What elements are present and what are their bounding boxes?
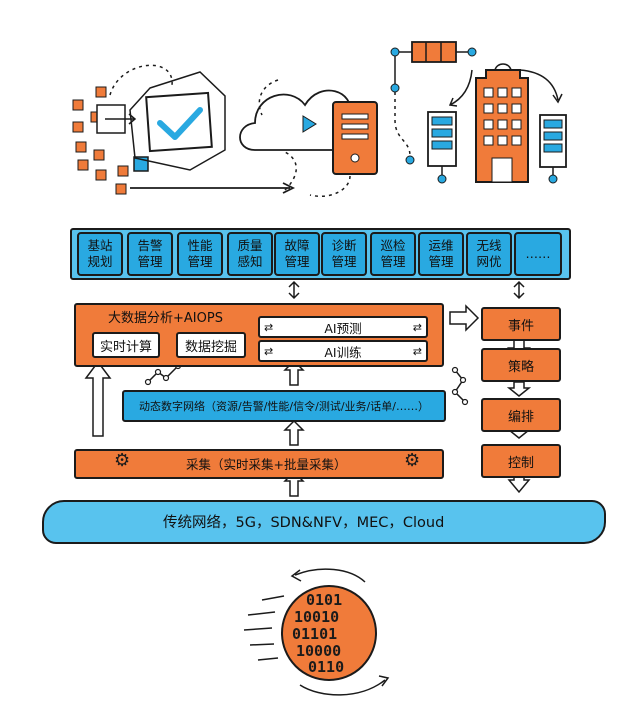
module-cell: 无线 网优 xyxy=(466,232,512,276)
top-illustration xyxy=(72,41,567,197)
refresh-icon: ⇄ xyxy=(412,320,422,334)
side-flow-step: 事件 xyxy=(481,307,561,341)
module-cell: 质量 感知 xyxy=(227,232,273,276)
module-cell: 巡检 管理 xyxy=(370,232,416,276)
analytics-title: 大数据分析+AIOPS xyxy=(108,311,223,326)
module-cell: 性能 管理 xyxy=(177,232,223,276)
data-mining-box: 数据挖掘 xyxy=(176,332,246,358)
module-cell: 基站 规划 xyxy=(77,232,123,276)
module-cell: 运维 管理 xyxy=(418,232,464,276)
binary-digits: 0101 xyxy=(306,591,342,609)
collection-box xyxy=(74,449,444,479)
ai-predict-box: ⇄ AI预测 ⇄ xyxy=(258,316,428,338)
refresh-icon: ⇄ xyxy=(264,320,274,334)
module-cell: 故障 管理 xyxy=(274,232,320,276)
collection-label: 采集（实时采集+批量采集） xyxy=(186,457,347,472)
module-cell: 告警 管理 xyxy=(127,232,173,276)
side-flow-step: 控制 xyxy=(481,444,561,478)
base-network-band xyxy=(42,500,606,544)
data-mining-label: 数据挖掘 xyxy=(184,339,237,355)
module-cell: …… xyxy=(514,232,562,276)
binary-digits: 10010 xyxy=(294,608,339,626)
digital-network-label: 动态数字网络（资源/告警/性能/信令/测试/业务/话单/……） xyxy=(139,400,429,413)
refresh-icon: ⇄ xyxy=(412,344,422,358)
gear-icon: ⚙ xyxy=(114,450,131,471)
binary-digits: 10000 xyxy=(296,642,341,660)
gear-icon: ⚙ xyxy=(404,450,421,471)
ai-train-box: ⇄ AI训练 ⇄ xyxy=(258,340,428,362)
ai-train-label: AI训练 xyxy=(324,344,362,360)
digital-network-box: 动态数字网络（资源/告警/性能/信令/测试/业务/话单/……） xyxy=(122,390,446,422)
binary-digits: 0110 xyxy=(308,658,344,676)
scattered-squares xyxy=(72,86,129,195)
refresh-icon: ⇄ xyxy=(264,344,274,358)
realtime-compute-box: 实时计算 xyxy=(92,332,160,358)
module-cell: 诊断 管理 xyxy=(321,232,367,276)
ai-predict-label: AI预测 xyxy=(324,320,362,336)
realtime-compute-label: 实时计算 xyxy=(99,339,152,355)
side-flow-step: 编排 xyxy=(481,398,561,432)
binary-digits: 01101 xyxy=(292,625,337,643)
side-flow-step: 策略 xyxy=(481,348,561,382)
base-network-label: 传统网络，5G，SDN&NFV，MEC，Cloud xyxy=(163,515,445,531)
